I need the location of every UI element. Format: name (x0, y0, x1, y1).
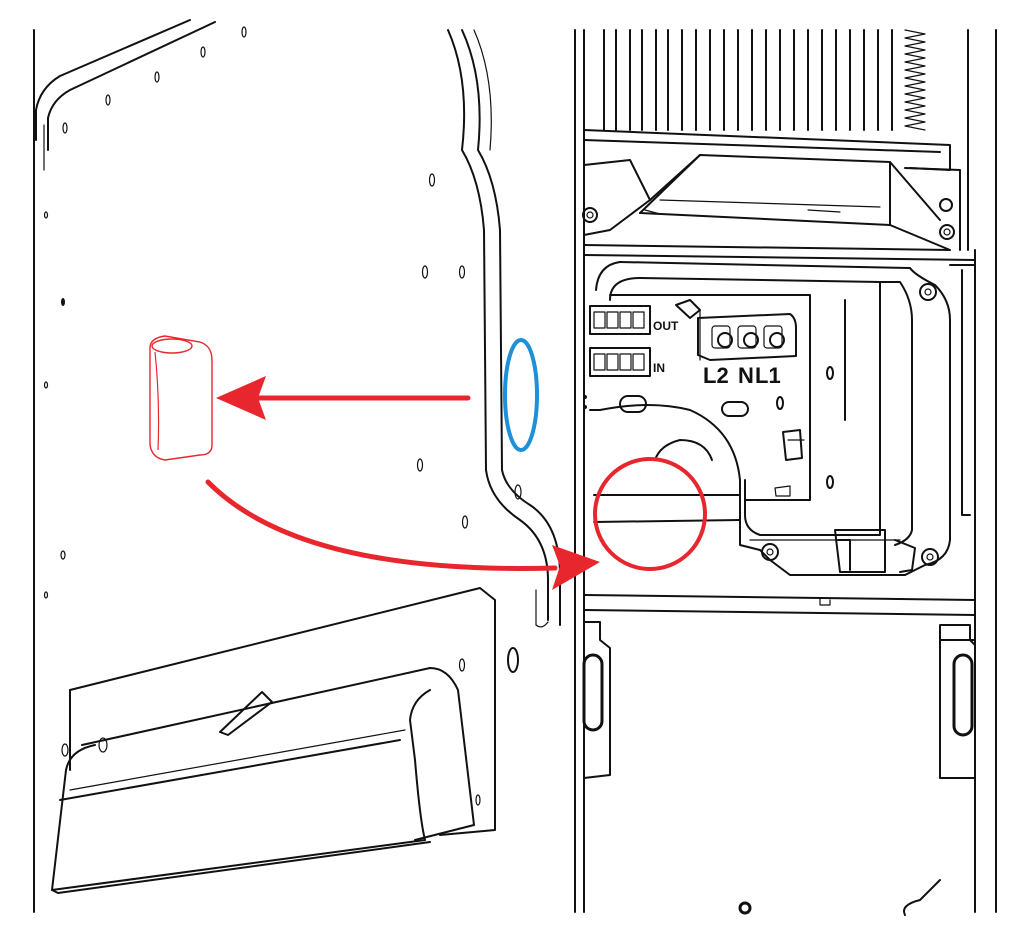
grommet-plug (149, 335, 213, 461)
mounting-slots (582, 621, 976, 779)
terminal-block-out: OUT (589, 305, 679, 335)
l1-label: L1 (755, 363, 781, 388)
enclosure-screws (761, 283, 939, 566)
terminal-block-in: IN (589, 347, 665, 377)
cable-entry-highlight (593, 457, 707, 571)
heatsink-fins (603, 29, 926, 131)
power-terminal-block: L2 N L1 (697, 313, 797, 388)
insert-arrow (205, 479, 600, 590)
cover-panel (33, 19, 561, 913)
l2-label: L2 (703, 363, 729, 388)
cover-lid (51, 587, 519, 894)
cover-screws (43, 26, 522, 672)
n-label: N (738, 363, 754, 388)
base-unit: OUT IN L2 N L1 (574, 29, 997, 916)
out-label: OUT (653, 319, 679, 333)
seal-highlight (503, 338, 539, 452)
in-label: IN (653, 361, 665, 375)
remove-arrow (216, 376, 471, 420)
